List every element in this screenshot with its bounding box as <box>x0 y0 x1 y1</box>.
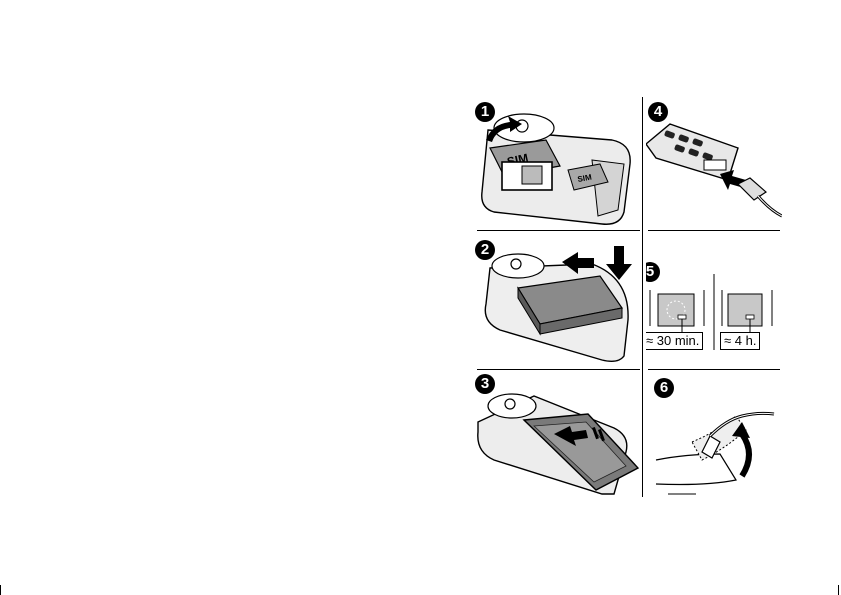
charge-time-short-label: ≈ 30 min. <box>646 332 703 350</box>
row-divider <box>648 230 780 231</box>
step-number-badge: 2 <box>475 240 495 260</box>
step-number-badge: 4 <box>648 102 668 122</box>
step-5-charging-time-illustration: ≈ 30 min. ≈ 4 h. 5 <box>646 260 782 368</box>
step-6-remove-charger-illustration: 6 <box>646 372 782 498</box>
row-divider <box>477 369 640 370</box>
row-divider <box>648 369 780 370</box>
crop-mark <box>0 585 1 595</box>
step-2-insert-battery-illustration: 2 <box>474 238 640 368</box>
step-number-badge: 3 <box>475 374 495 394</box>
charge-time-full-label: ≈ 4 h. <box>720 332 760 350</box>
step-3-attach-cover-illustration: 3 <box>474 372 640 498</box>
step-number-badge: 1 <box>475 102 495 122</box>
row-divider <box>477 230 640 231</box>
step-4-connect-charger-illustration: 4 <box>646 100 782 230</box>
crop-mark <box>838 585 839 595</box>
column-divider <box>642 97 643 497</box>
step-number-badge: 6 <box>654 378 674 398</box>
step-1-insert-sim-illustration: SIM SIM 1 <box>474 100 640 230</box>
